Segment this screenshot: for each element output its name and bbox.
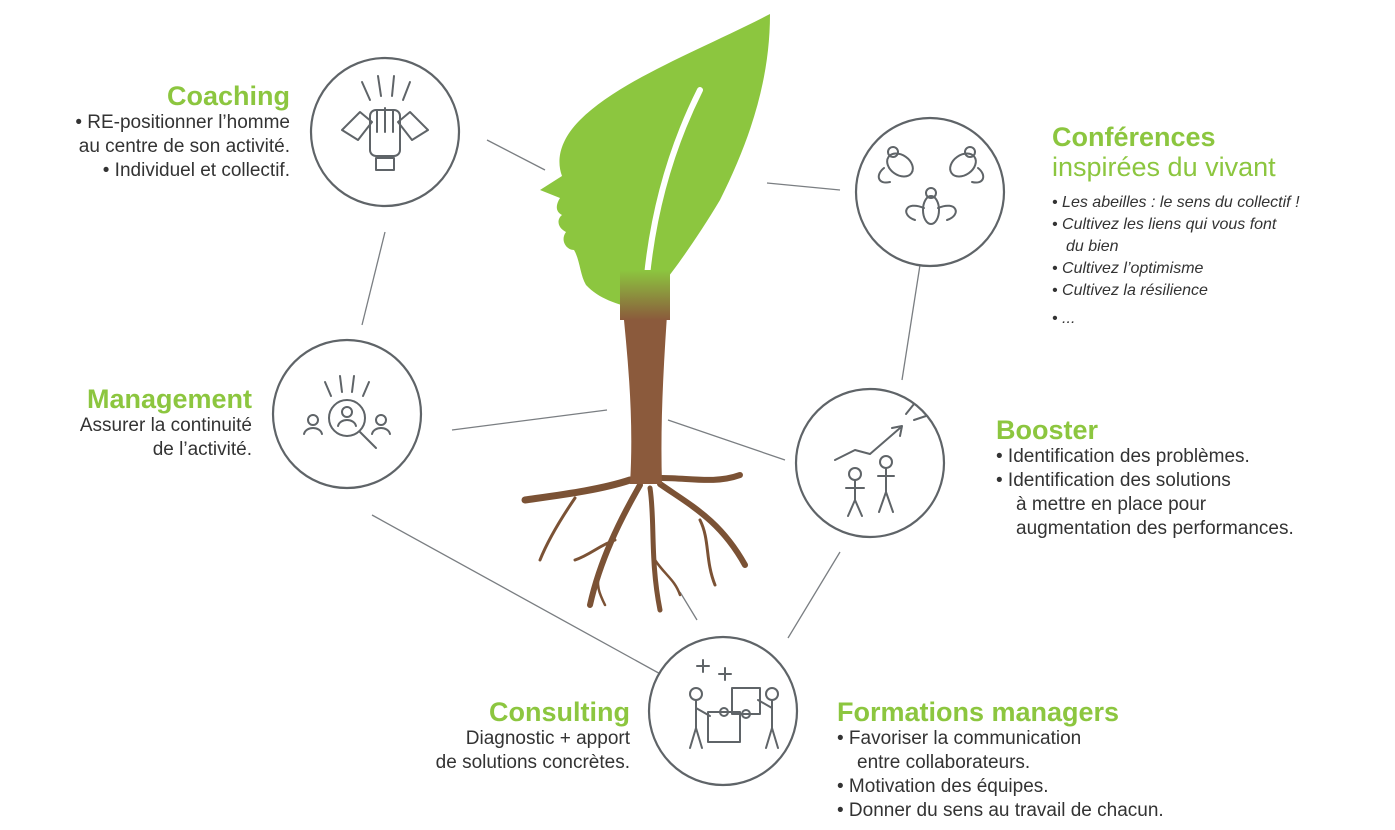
management-title: Management: [86, 384, 252, 414]
tree-trunk: [622, 300, 668, 484]
conferences-title: Conférences: [1052, 122, 1216, 152]
conferences-subtitle: inspirées du vivant: [1052, 152, 1276, 182]
formations-block: Formations managers • Favoriser la commu…: [837, 697, 1237, 823]
bees-icon: [877, 146, 985, 225]
formations-item: • Motivation des équipes.: [837, 776, 1049, 797]
tree-roots: [521, 472, 748, 613]
booster-item: augmentation des performances.: [1016, 518, 1294, 539]
coaching-line-1: • RE-positionner l’homme: [75, 112, 290, 133]
formations-item: • Favoriser la communication: [837, 728, 1082, 749]
conferences-item: • ...: [1052, 310, 1076, 327]
conferences-item: • Les abeilles : le sens du collectif !: [1052, 194, 1300, 211]
consulting-title: Consulting: [489, 697, 630, 727]
booster-circle: [794, 387, 946, 539]
connector-lines: [361, 139, 921, 677]
management-line-1: Assurer la continuité: [79, 415, 252, 436]
leaf-face: [540, 14, 770, 310]
people-search-icon: [303, 375, 391, 449]
booster-item: • Identification des problèmes.: [996, 446, 1250, 467]
coaching-line-2: au centre de son activité.: [78, 136, 290, 157]
hands-together-icon: [341, 75, 429, 171]
booster-block: Booster • Identification des problèmes. …: [996, 415, 1391, 541]
conferences-list: • Les abeilles : le sens du collectif ! …: [1052, 192, 1392, 330]
formations-title: Formations managers: [837, 697, 1120, 727]
coaching-block: Coaching • RE-positionner l’homme au cen…: [0, 81, 290, 183]
management-circle: [271, 338, 423, 490]
booster-title: Booster: [996, 415, 1099, 445]
conferences-circle: [854, 116, 1006, 268]
conferences-item: • Cultivez les liens qui vous font: [1052, 216, 1277, 233]
formations-item: • Donner du sens au travail de chacun.: [837, 800, 1164, 821]
leaf-trunk-blend: [620, 270, 670, 320]
coaching-title: Coaching: [166, 81, 290, 111]
consulting-block: Consulting Diagnostic + apport de soluti…: [330, 697, 630, 775]
team-growth-arrow-icon: [834, 403, 927, 517]
booster-item: à mettre en place pour: [1016, 494, 1207, 515]
conferences-block: Conférences inspirées du vivant • Les ab…: [1052, 122, 1392, 330]
consulting-line-1: Diagnostic + apport: [465, 728, 630, 749]
formations-item: entre collaborateurs.: [857, 752, 1031, 773]
booster-item: • Identification des solutions: [996, 470, 1231, 491]
management-line-2: de l’activité.: [152, 439, 252, 460]
conferences-item: du bien: [1066, 238, 1119, 255]
consulting-line-2: de solutions concrètes.: [435, 752, 630, 773]
conferences-item: • Cultivez l’optimisme: [1052, 260, 1204, 277]
coaching-line-3: • Individuel et collectif.: [102, 160, 290, 181]
conferences-item: • Cultivez la résilience: [1052, 282, 1208, 299]
management-block: Management Assurer la continuité de l’ac…: [0, 384, 252, 462]
puzzle-team-icon: [689, 659, 779, 749]
